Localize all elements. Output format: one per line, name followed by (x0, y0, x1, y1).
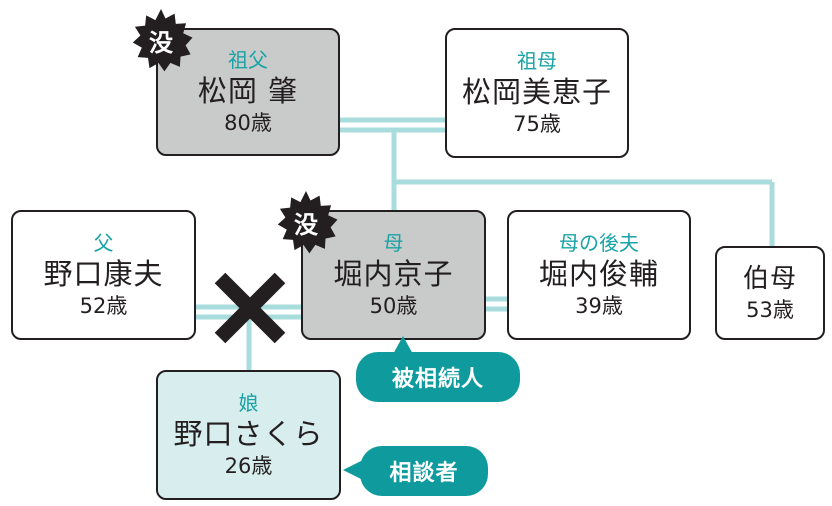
stepfather-name: 堀内俊輔 (538, 257, 659, 291)
grandfather-role: 祖父 (228, 48, 268, 72)
grandmother-card: 祖母 松岡美恵子 75歳 (445, 28, 629, 158)
mother-badge-text: 没 (294, 210, 318, 239)
stepfather-card: 母の後夫 堀内俊輔 39歳 (507, 210, 691, 340)
mother-deceased-badge: 没 (274, 190, 338, 254)
daughter-role: 娘 (238, 391, 259, 415)
consultant-tag-label: 相談者 (389, 461, 459, 486)
mother-name: 堀内京子 (333, 257, 454, 291)
heir-tag-pointer (392, 336, 414, 356)
mother-role: 母 (383, 231, 404, 255)
deceased-heir-tag: 被相続人 (356, 352, 520, 402)
divorce-x-icon (214, 272, 286, 344)
stepfather-age: 39歳 (575, 294, 623, 318)
father-name: 野口康夫 (43, 257, 164, 291)
daughter-card: 娘 野口さくら 26歳 (156, 370, 341, 500)
father-role: 父 (93, 231, 114, 255)
aunt-card: 伯母 53歳 (715, 246, 825, 340)
aunt-name: 伯母 (742, 264, 797, 294)
grandfather-age: 80歳 (224, 111, 272, 135)
grandfather-name: 松岡 肇 (197, 74, 299, 108)
deceased-heir-tag-label: 被相続人 (391, 367, 484, 392)
daughter-age: 26歳 (224, 454, 273, 478)
grandmother-name: 松岡美恵子 (461, 75, 612, 109)
grandfather-card: 祖父 松岡 肇 80歳 (156, 28, 340, 156)
grandfather-deceased-badge: 没 (129, 8, 193, 72)
grandmother-age: 75歳 (513, 112, 561, 136)
consultant-tag-pointer (343, 459, 365, 481)
mother-age: 50歳 (369, 294, 418, 318)
starburst-icon (277, 191, 338, 254)
grandfather-badge-text: 没 (149, 28, 173, 57)
starburst-icon (132, 9, 193, 72)
father-card: 父 野口康夫 52歳 (11, 210, 196, 340)
father-age: 52歳 (79, 294, 128, 318)
aunt-age: 53歳 (746, 298, 794, 322)
stepfather-role: 母の後夫 (559, 231, 639, 255)
consultant-tag: 相談者 (360, 446, 488, 496)
grandmother-role: 祖母 (517, 49, 557, 73)
daughter-name: 野口さくら (173, 417, 324, 451)
